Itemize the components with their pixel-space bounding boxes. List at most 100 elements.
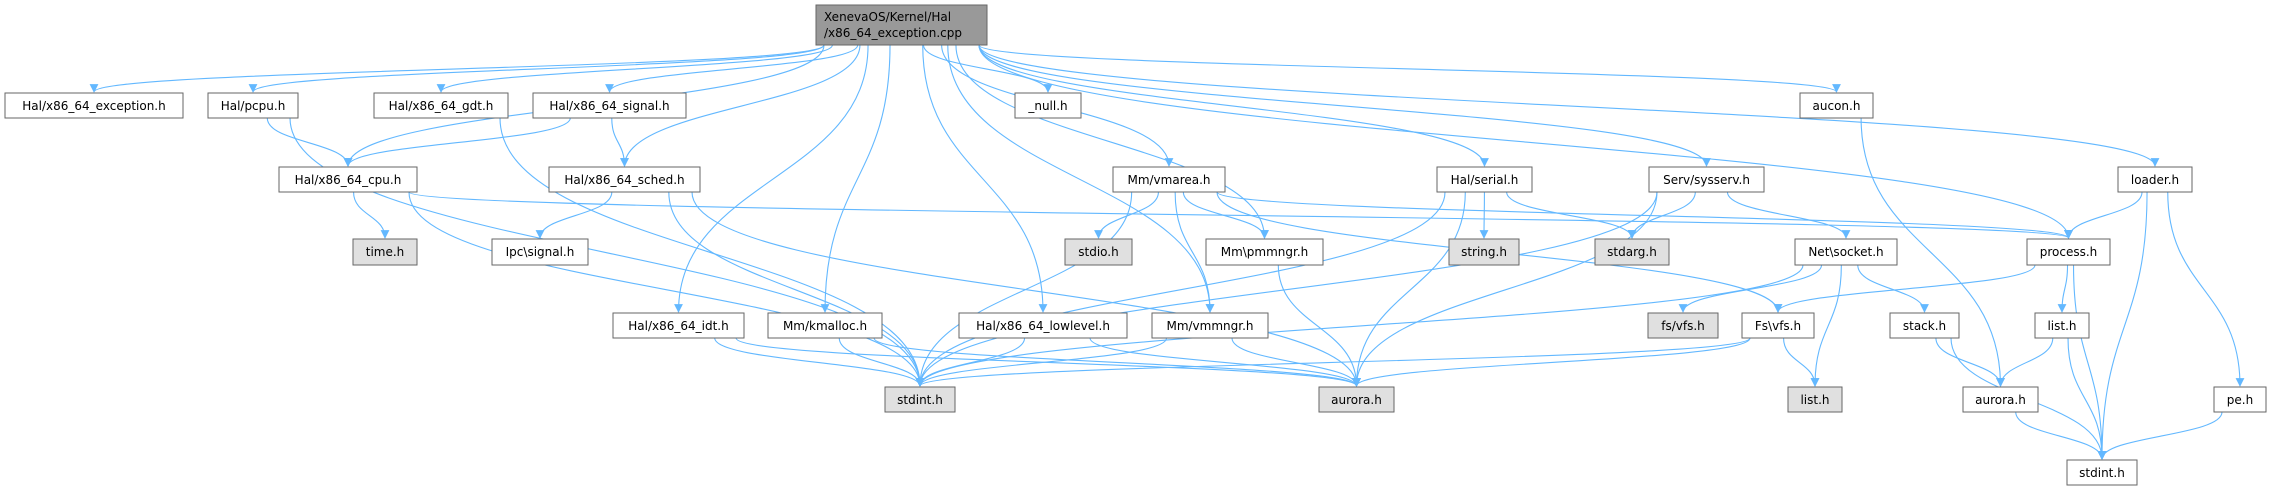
node-ipcsignal-h[interactable]: Ipc\signal.h — [491, 238, 589, 266]
edge-vmarea_h-to-vmmngr_h — [1174, 191, 1215, 313]
node-box — [1741, 312, 1815, 339]
node-serial-h[interactable]: Hal/serial.h — [1436, 166, 1533, 193]
edge-root-to-lowlevel_h — [922, 44, 1048, 313]
node-box — [278, 166, 418, 193]
node-label: stdint.h — [2079, 466, 2125, 480]
node-label: process.h — [2040, 245, 2098, 259]
edge-serial_h-to-aurora_gray_h — [1352, 191, 1466, 387]
node-box — [1787, 386, 1843, 413]
edge-socket_h-to-stdint_gray_h — [915, 264, 1804, 387]
edge-root-to-serial_h — [978, 44, 1489, 167]
node-pcpu-h[interactable]: Hal/pcpu.h — [207, 92, 299, 119]
node-box — [2034, 312, 2090, 339]
node-stack-h[interactable]: stack.h — [1889, 312, 1960, 339]
edge-loader_h-to-process_h — [2064, 191, 2143, 239]
node-box — [4, 92, 184, 119]
node-signal-h[interactable]: Hal/x86_64_signal.h — [532, 92, 687, 119]
edge-aurora_h-to-stdint_h — [2015, 411, 2107, 460]
edge-root-to-signal_h — [605, 44, 859, 93]
node-label: stdio.h — [1078, 245, 1118, 259]
edge-vmarea_h-to-pmmngr_h — [1182, 191, 1269, 239]
edge-root-to-gdt_h — [436, 44, 833, 93]
node-stdint-h[interactable]: stdint.h — [2066, 459, 2138, 486]
node-aurora-h[interactable]: aurora.h — [1962, 386, 2039, 413]
node-kmalloc-h[interactable]: Mm/kmalloc.h — [767, 312, 883, 339]
edge-list_h-to-aurora_h — [1996, 337, 2054, 387]
edge-sysserv_h-to-aurora_gray_h — [1352, 191, 1658, 387]
edge-root-to-loader_h — [978, 44, 2160, 167]
node-box — [1794, 238, 1898, 266]
node-label: pe.h — [2227, 393, 2253, 407]
node-box — [1436, 166, 1533, 193]
edge-list_h-to-stdint_h — [2067, 337, 2107, 460]
node-list-h[interactable]: list.h — [2034, 312, 2090, 339]
edge-loader_h-to-stdint_h — [2097, 191, 2148, 460]
node-label: /x86_64_exception.cpp — [824, 26, 962, 40]
node-aucon-h[interactable]: aucon.h — [1799, 92, 1874, 119]
edge-root-to-kmalloc_h — [820, 44, 891, 313]
node-fsvfs-h[interactable]: Fs\vfs.h — [1741, 312, 1815, 339]
node-label: time.h — [366, 245, 405, 259]
node-box — [2066, 459, 2138, 486]
edge-vmarea_h-to-stdio_h — [1094, 191, 1159, 239]
node-box — [1064, 238, 1133, 266]
edge-socket_h-to-stack_h — [1857, 264, 1929, 313]
edge-serial_h-to-stdint_gray_h — [915, 191, 1446, 387]
edge-socket_h-to-list_gray_h — [1810, 264, 1842, 387]
node-box — [884, 386, 956, 413]
node-pmmngr-h[interactable]: Mm\pmmngr.h — [1205, 238, 1324, 266]
node-label: Hal/serial.h — [1451, 173, 1519, 187]
edge-socket_h-to-fsvfs_gray_h — [1678, 264, 1823, 313]
node-box — [1448, 238, 1520, 266]
node-socket-h[interactable]: Net\socket.h — [1794, 238, 1898, 266]
node-string-h: string.h — [1448, 238, 1520, 266]
node-label: Mm/vmarea.h — [1127, 173, 1210, 187]
node-box — [612, 312, 745, 339]
node-loader-h[interactable]: loader.h — [2117, 166, 2193, 193]
edge-root-to-idt_h — [674, 44, 869, 313]
node-box — [1799, 92, 1874, 119]
node-box — [1594, 238, 1670, 266]
node-idt-h[interactable]: Hal/x86_64_idt.h — [612, 312, 745, 339]
edge-pmmngr_h-to-aurora_gray_h — [1277, 264, 1361, 387]
node-box — [1151, 312, 1269, 339]
node-vmmngr-h[interactable]: Mm/vmmngr.h — [1151, 312, 1269, 339]
node-box — [767, 312, 883, 339]
node-process-h[interactable]: process.h — [2026, 238, 2111, 266]
node-box — [373, 92, 509, 119]
node-null-h[interactable]: _null.h — [1014, 92, 1082, 119]
edge-loader_h-to-pe_h — [2167, 191, 2245, 387]
edge-lowlevel_h-to-aurora_gray_h — [1089, 337, 1361, 387]
edge-root-to-sysserv_h — [978, 44, 1711, 167]
edge-fsvfs_h-to-list_gray_h — [1783, 337, 1820, 387]
edge-sched_h-to-stdint_gray_h — [668, 191, 925, 387]
node-sched-h[interactable]: Hal/x86_64_sched.h — [548, 166, 701, 193]
node-vmarea-h[interactable]: Mm/vmarea.h — [1112, 166, 1226, 193]
node-cpu-h[interactable]: Hal/x86_64_cpu.h — [278, 166, 418, 193]
edge-signal_h-to-sched_h — [611, 117, 629, 167]
node-box — [207, 92, 299, 119]
node-root[interactable]: XenevaOS/Kernel/Hal/x86_64_exception.cpp — [815, 4, 988, 46]
edge-fsvfs_h-to-stdint_gray_h — [915, 337, 1751, 387]
node-box — [491, 238, 589, 266]
node-exception-h[interactable]: Hal/x86_64_exception.h — [4, 92, 184, 119]
node-label: Hal/x86_64_gdt.h — [389, 99, 494, 113]
node-box — [1112, 166, 1226, 193]
edge-cpu_h-to-time_h — [353, 191, 390, 239]
edge-sched_h-to-aurora_gray_h — [691, 191, 1361, 387]
node-lowlevel-h[interactable]: Hal/x86_64_lowlevel.h — [958, 312, 1128, 339]
node-pe-h[interactable]: pe.h — [2213, 386, 2267, 413]
node-label: Fs\vfs.h — [1755, 319, 1801, 333]
node-sysserv-h[interactable]: Serv/sysserv.h — [1648, 166, 1765, 193]
edge-process_h-to-list_h — [2057, 264, 2069, 313]
edge-stack_h-to-aurora_h — [1935, 337, 2005, 387]
edge-serial_h-to-stdarg_h — [1506, 191, 1637, 239]
node-label: Mm\pmmngr.h — [1221, 245, 1309, 259]
node-box — [548, 166, 701, 193]
node-gdt-h[interactable]: Hal/x86_64_gdt.h — [373, 92, 509, 119]
node-box — [1318, 386, 1395, 413]
node-fsvfs-gray-h: fs/vfs.h — [1647, 312, 1719, 339]
edge-signal_h-to-cpu_h — [343, 117, 571, 167]
node-box — [815, 4, 988, 46]
